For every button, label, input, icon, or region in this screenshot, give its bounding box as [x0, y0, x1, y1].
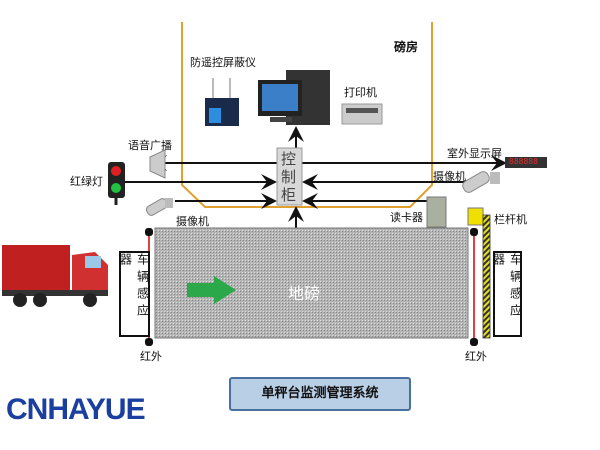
card-reader [426, 196, 447, 228]
infrared-left-label: 红外 [140, 350, 162, 363]
platform-label: 地磅 [288, 284, 321, 303]
vehicle-sensor-left: 车辆感应器 [119, 251, 150, 337]
control-cabinet [276, 147, 303, 206]
traffic-light-label: 红绿灯 [70, 175, 103, 188]
camera-right-icon [462, 171, 500, 193]
camera-left-label: 摄像机 [176, 215, 209, 228]
outdoor-display-value: 888888 [509, 157, 538, 166]
speaker-icon [149, 149, 166, 179]
system-title-box [229, 377, 411, 411]
speaker-label: 语音广播 [128, 139, 172, 152]
truck-icon [2, 245, 108, 307]
infrared-right-pole [470, 228, 478, 346]
barrier-arm [482, 214, 491, 339]
printer-icon [341, 103, 383, 125]
barrier-label: 栏杆机 [494, 213, 527, 226]
infrared-right-label: 红外 [465, 350, 487, 363]
system-title: 单秤台监测管理系统 [261, 386, 379, 401]
card-reader-label: 读卡器 [390, 211, 423, 224]
weigh-room-label: 磅房 [394, 40, 419, 54]
shield-device-icon [205, 78, 239, 126]
control-cabinet-label: 控制柜 [281, 150, 297, 204]
camera-right-label: 摄像机 [433, 170, 466, 183]
outdoor-display-label: 室外显示屏 [447, 147, 502, 160]
computer-icon [258, 70, 330, 125]
outdoor-display [505, 157, 547, 168]
printer-label: 打印机 [344, 86, 377, 99]
camera-left-icon [145, 198, 173, 216]
traffic-light-icon [108, 162, 125, 205]
shield-device-label: 防遥控屏蔽仪 [190, 56, 256, 69]
company-logo: CNHAYUE [6, 393, 146, 426]
direction-arrow [187, 276, 236, 304]
barrier-gate-box [467, 207, 484, 226]
vehicle-sensor-right: 车辆感应器 [492, 251, 523, 337]
